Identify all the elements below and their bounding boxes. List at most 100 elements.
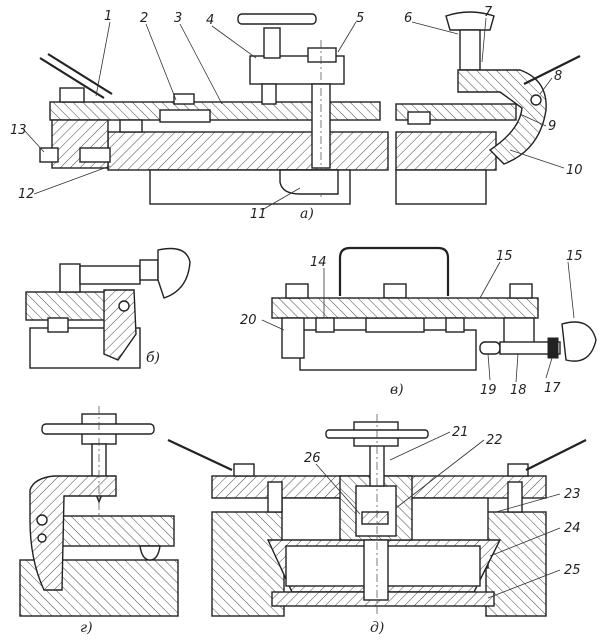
pivot-pin-8 [530,94,542,106]
b-nut [47,317,69,333]
label-a-11: 11 [250,207,267,222]
caption-a: а) [300,206,314,222]
screw-4 [263,27,281,59]
label-a-6: 6 [404,11,412,26]
v-screw-18 [499,341,561,355]
stud-13 [39,147,59,163]
leader-2 [145,23,177,101]
leader-9 [519,113,547,127]
d-bore-22 [355,485,397,537]
leader-4 [211,25,257,59]
v-insert [365,317,425,333]
d-base-right [485,511,547,617]
v-nut-left [285,283,309,299]
handle-lever-edge [47,53,113,95]
column-nut-5 [307,47,337,63]
hook-11 [279,169,339,195]
handle-lever [39,57,105,99]
leader-18 [515,353,519,383]
label-a-3: 3 [174,11,182,26]
leader-15a [479,261,501,299]
caption-g: г) [80,620,93,636]
leader-15b [567,261,575,319]
figure-v: 14 15 15 20 19 18 17 в) [240,246,597,398]
v-tip-19 [479,341,501,355]
label-d-25: 25 [564,563,581,578]
label-a-7: 7 [484,5,493,20]
label-a-13: 13 [10,123,27,138]
v-center-block [383,283,407,299]
leader-12 [33,165,111,195]
label-a-1: 1 [104,9,112,24]
d-handle-right [525,439,587,471]
label-v-20: 20 [240,313,257,328]
v-workpiece [299,329,477,371]
figure-b: б) [25,247,191,369]
d-stud-left [267,481,283,513]
base-body-left [107,131,389,171]
label-v-14: 14 [310,255,327,270]
leader-26 [315,463,361,515]
label-v-18: 18 [510,383,527,398]
g-c-clamp [29,475,117,591]
v-nut-right [509,283,533,299]
label-a-5: 5 [356,11,364,26]
base-body-right [395,131,497,171]
g-t-handle [41,423,155,435]
swing-handle [523,55,581,85]
label-a-9: 9 [548,119,556,134]
d-handle-left [167,439,233,471]
v-leg-20 [281,317,305,359]
g-plate [61,515,175,547]
d-nut-right [507,463,529,477]
label-d-24: 24 [564,521,581,536]
leader-13 [23,129,45,153]
figure-a: 1 2 3 4 5 6 7 8 9 10 11 12 13 а) [10,5,583,222]
leader-8 [539,77,553,95]
star-knob-6 [445,11,495,31]
figure-d: 21 22 26 23 24 25 д) [167,414,587,636]
swing-clamp-10 [457,69,547,165]
label-a-4: 4 [206,13,214,28]
d-stem [363,539,389,601]
g-pivot [36,514,48,526]
caption-d: д) [370,620,384,636]
plate-washer [159,109,211,123]
b-star-knob [157,247,191,299]
d-piston-26 [361,511,389,525]
bolt-head-2 [173,93,195,105]
leader-1 [95,21,111,97]
label-d-21: 21 [452,425,469,440]
stud-nut [79,147,111,163]
label-d-22: 22 [486,433,503,448]
v-pad-14 [315,317,335,333]
right-nut [407,111,431,125]
label-a-10: 10 [566,163,583,178]
leader-10 [509,149,565,169]
screw-4-tip [261,83,277,105]
plate-nut-2 [119,119,143,133]
leader-20 [261,319,285,331]
leader-7 [481,17,487,63]
label-v-15a: 15 [496,249,513,264]
t-handle-4 [237,13,317,25]
v-pad-right [445,317,465,333]
b-screw-body [79,265,141,285]
label-v-17: 17 [544,381,561,396]
g-support [139,545,161,561]
v-plate [271,297,539,319]
caption-b: б) [146,350,160,366]
leader-11 [261,187,301,211]
label-d-23: 23 [564,487,581,502]
d-nut-left [233,463,255,477]
b-block [59,263,81,293]
v-handle-arch [338,246,450,296]
leader-22 [395,439,485,509]
label-a-2: 2 [140,11,148,26]
label-d-26: 26 [304,451,321,466]
label-v-15b: 15 [566,249,583,264]
v-nut-17 [547,337,559,359]
g-pin [37,533,47,543]
d-stud-right [507,481,523,513]
